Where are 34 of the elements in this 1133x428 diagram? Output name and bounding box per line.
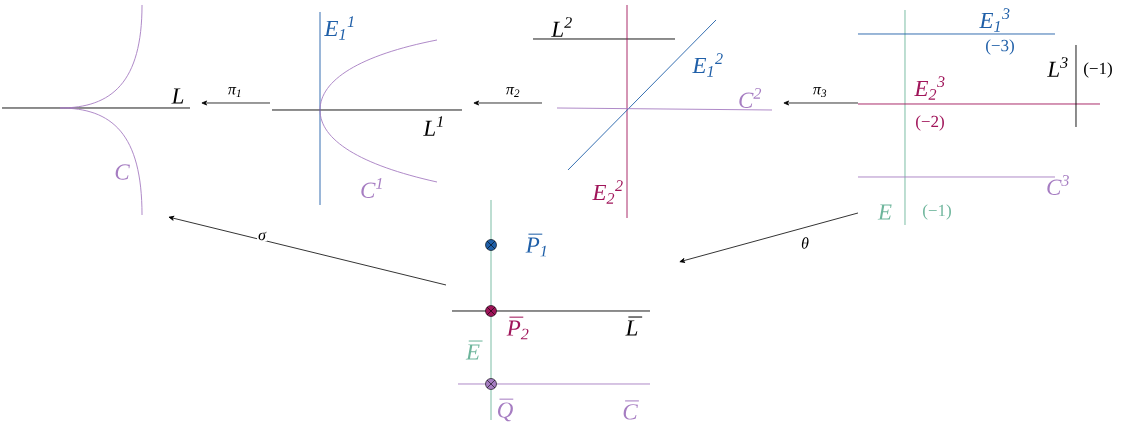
curve-label: E$_{2}$3: [914, 76, 945, 100]
curve-label: L: [625, 316, 643, 336]
curve-label: E: [877, 204, 892, 220]
arrow: [679, 212, 859, 263]
curve-label: E: [465, 340, 484, 360]
curve-label: C: [623, 400, 640, 420]
edge-label: π$_{1}$: [226, 86, 244, 98]
curve-label: C$^{3}$: [1047, 175, 1069, 195]
curve-label: E$_{1}$3: [979, 8, 1010, 32]
curve-label: (−1): [1084, 62, 1112, 78]
edge-label: π$_{3}$: [811, 85, 829, 98]
curve-label: C: [115, 164, 130, 180]
curve-label: (−3): [986, 39, 1014, 55]
curve-label: P$_{1}$: [525, 233, 547, 257]
arrow: [783, 100, 859, 106]
curve-label: C$^{1}$: [361, 178, 382, 198]
curve-label: E$_{1}$2: [692, 53, 723, 77]
edge-label: σ: [257, 230, 267, 242]
curve-label: L$^{1}$: [423, 116, 443, 136]
curve-label: Q: [497, 398, 514, 422]
curve-label: (−2): [916, 115, 944, 131]
curve-label: L$^{2}$: [551, 17, 572, 37]
curve-label: E$_{2}$2: [592, 180, 623, 204]
curve-label: (−1): [923, 204, 951, 220]
arrow: [473, 100, 543, 106]
arrow: [201, 100, 271, 106]
curve-label: P$_{2}$: [506, 316, 529, 340]
edge-label: π$_{2}$: [504, 86, 522, 98]
curve-label: L$^{3}$: [1047, 57, 1068, 77]
curve-label: E$_{1}$1: [324, 16, 354, 40]
curve-label: C$^{2}$: [739, 88, 762, 108]
curve-label: L: [171, 88, 184, 104]
arrow: [168, 215, 447, 286]
edge-label: θ: [800, 236, 810, 250]
